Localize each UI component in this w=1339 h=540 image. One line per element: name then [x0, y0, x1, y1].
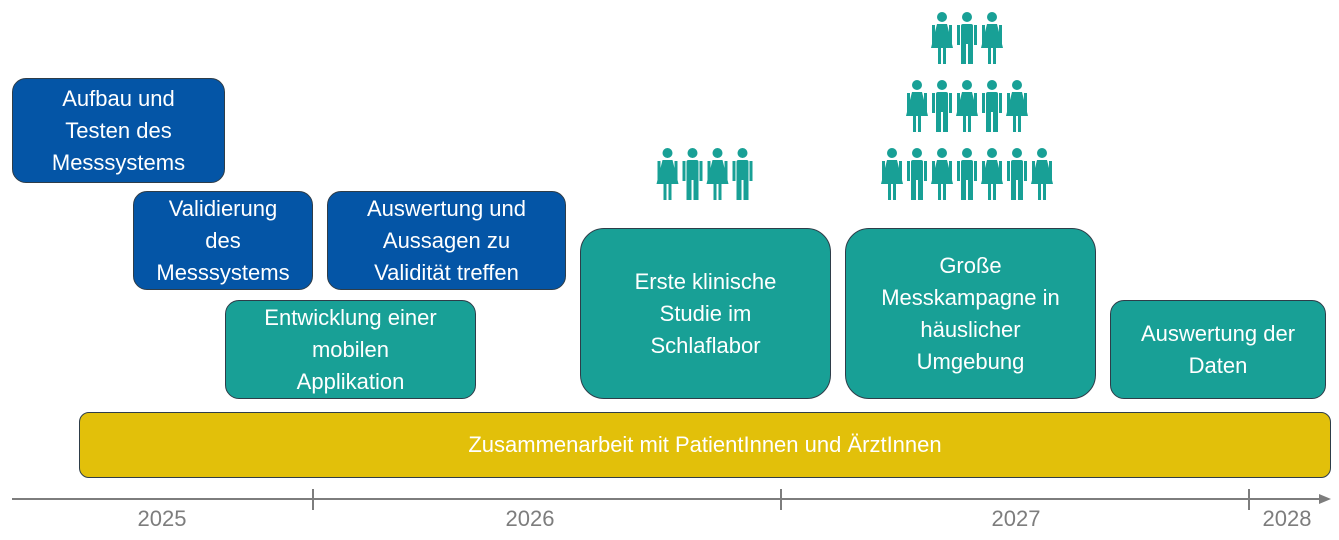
phase-auswertung-daten: Auswertung der Daten [1110, 300, 1326, 399]
man-icon [932, 80, 952, 132]
woman-icon [931, 148, 953, 200]
woman-icon [956, 80, 978, 132]
man-icon [907, 148, 927, 200]
year-label-2026: 2026 [505, 506, 555, 531]
woman-icon [881, 148, 903, 200]
woman-icon [931, 12, 953, 64]
people-icons [656, 12, 1053, 200]
phase-auswertung-validitaet: Auswertung und Aussagen zu Validität tre… [327, 191, 566, 290]
woman-icon [1006, 80, 1028, 132]
woman-icon [706, 148, 729, 200]
year-label-2028: 2028 [1262, 506, 1312, 531]
phase-klinische-studie: Erste klinische Studie im Schlaflabor [580, 228, 831, 399]
collaboration-band: Zusammenarbeit mit PatientInnen und Ärzt… [79, 412, 1331, 478]
man-icon [682, 148, 703, 200]
phase-aufbau-messsystem: Aufbau und Testen des Messsystems [12, 78, 225, 183]
collaboration-band-label: Zusammenarbeit mit PatientInnen und Ärzt… [468, 432, 942, 457]
year-label-2027: 2027 [991, 506, 1041, 531]
timeline-arrow-icon [1319, 494, 1331, 504]
woman-icon [981, 148, 1003, 200]
phase-entwicklung-app: Entwicklung einer mobilen Applikation [225, 300, 476, 399]
woman-icon [906, 80, 928, 132]
woman-icon [656, 148, 679, 200]
phase-messkampagne: Große Messkampagne in häuslicher Umgebun… [845, 228, 1096, 399]
woman-icon [981, 12, 1003, 64]
man-icon [732, 148, 753, 200]
year-label-2025: 2025 [137, 506, 187, 531]
phase-validierung-messsystem: Validierung des Messsystems [133, 191, 313, 290]
man-icon [957, 12, 977, 64]
woman-icon [1031, 148, 1053, 200]
man-icon [957, 148, 977, 200]
man-icon [1007, 148, 1027, 200]
man-icon [982, 80, 1002, 132]
